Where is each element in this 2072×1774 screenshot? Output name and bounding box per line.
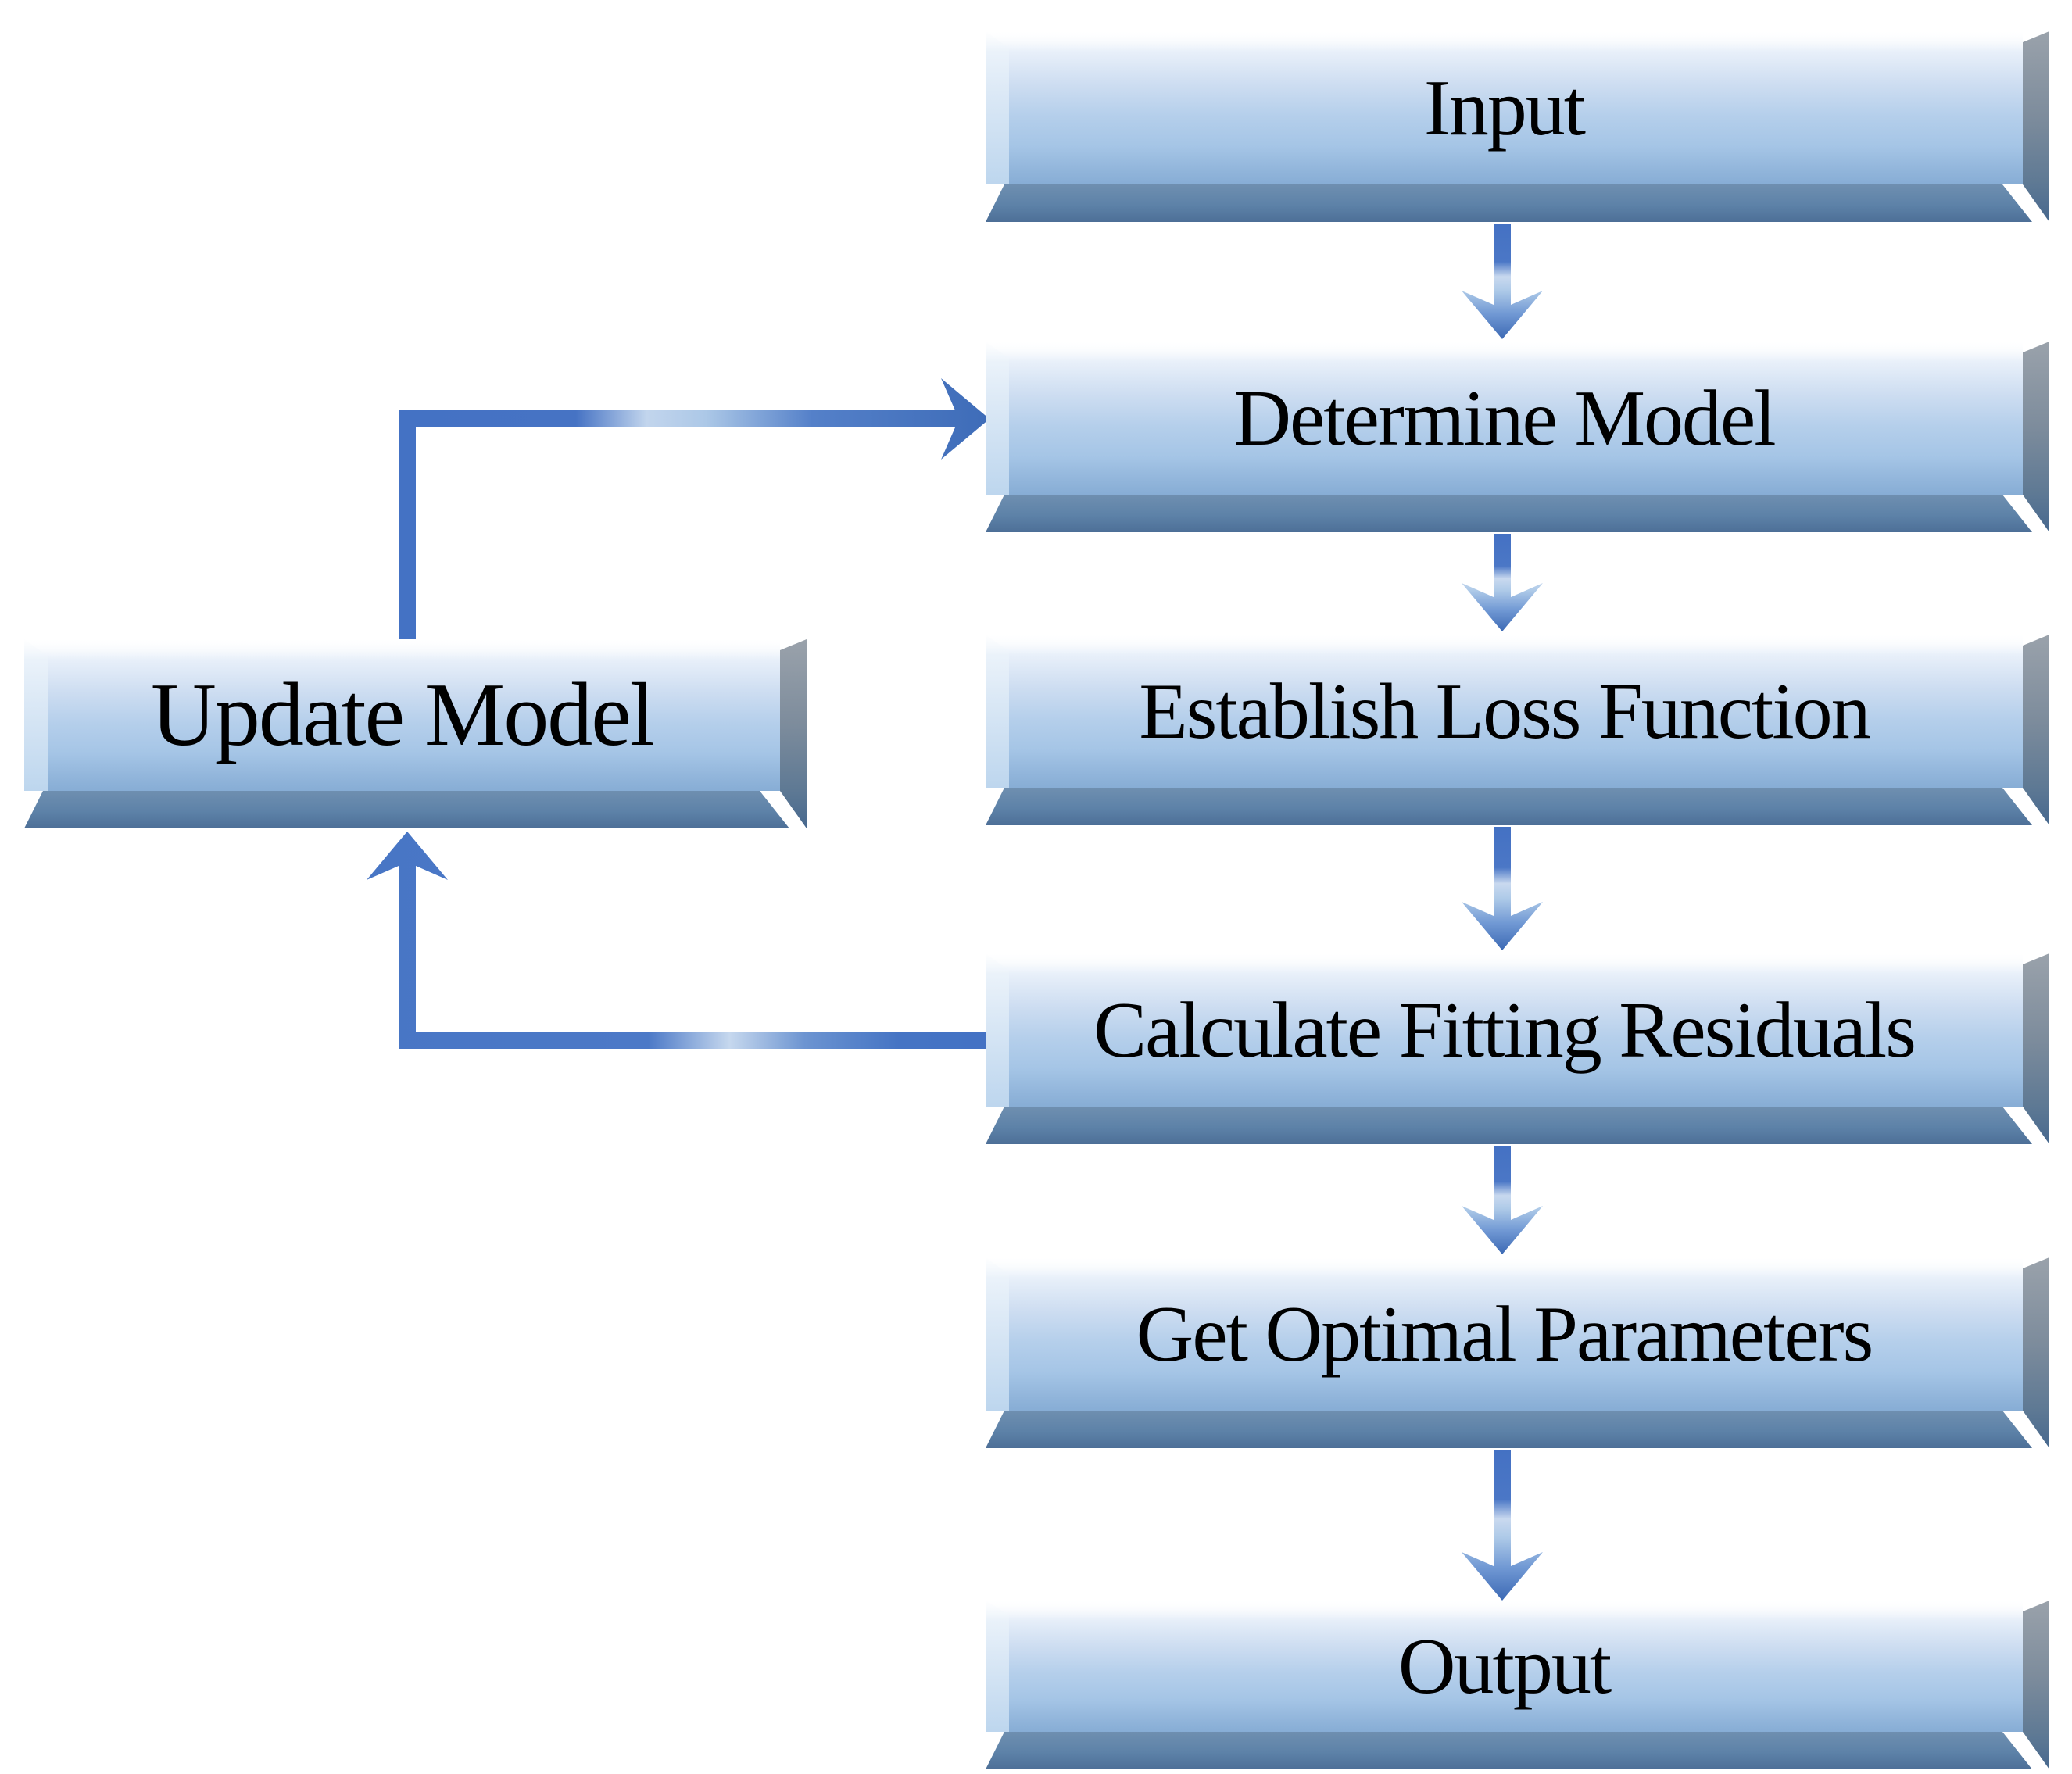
bevel-left — [986, 31, 1009, 184]
arrow-determine-model-to-establish-loss-function — [1462, 534, 1543, 631]
node-label: Establish Loss Function — [1139, 667, 1870, 756]
bevel-left — [986, 342, 1009, 495]
bevel-right — [2023, 953, 2049, 1144]
bevel-top — [986, 953, 2023, 974]
arrow-calculate-fitting-residuals-to-get-optimal-parameters — [1462, 1146, 1543, 1254]
node-face — [986, 635, 2023, 788]
arrow-input-to-determine-model — [1462, 224, 1543, 339]
arrow-get-optimal-parameters-to-output — [1462, 1450, 1543, 1601]
node-label: Get Optimal Parameters — [1136, 1289, 1874, 1379]
node-label: Input — [1423, 63, 1586, 152]
node-label: Output — [1397, 1622, 1612, 1711]
bevel-right — [2023, 635, 2049, 825]
node-face — [986, 31, 2023, 184]
arrow-update-model-to-determine-model — [399, 378, 989, 639]
bevel-right — [780, 639, 807, 828]
node-update-model: Update Model — [24, 639, 807, 828]
bevel-top — [986, 635, 2023, 655]
bevel-bottom — [986, 788, 2049, 825]
node-label: Determine Model — [1233, 374, 1776, 463]
bevel-top — [24, 639, 780, 660]
arrow-calculate-fitting-residuals-to-update-model — [367, 832, 993, 1049]
node-output: Output — [986, 1601, 2049, 1769]
bevel-bottom — [986, 495, 2049, 532]
node-label: Update Model — [151, 664, 655, 765]
node-determine-model: Determine Model — [986, 342, 2049, 532]
bevel-right — [2023, 342, 2049, 532]
node-establish-loss-function: Establish Loss Function — [986, 635, 2049, 825]
node-face — [986, 1257, 2023, 1411]
node-face — [986, 342, 2023, 495]
bevel-left — [24, 639, 48, 791]
bevel-top — [986, 342, 2023, 362]
node-input: Input — [986, 31, 2049, 222]
node-face — [986, 1601, 2023, 1732]
bevel-left — [986, 1601, 1009, 1732]
bevel-left — [986, 1257, 1009, 1411]
node-face — [986, 953, 2023, 1107]
bevel-left — [986, 635, 1009, 788]
bevel-right — [2023, 1601, 2049, 1769]
bevel-right — [2023, 1257, 2049, 1448]
bevel-bottom — [24, 791, 807, 828]
bevel-top — [986, 31, 2023, 52]
node-label: Calculate Fitting Residuals — [1093, 985, 1916, 1075]
node-face — [24, 639, 780, 791]
bevel-top — [986, 1257, 2023, 1278]
arrow-establish-loss-function-to-calculate-fitting-residuals — [1462, 827, 1543, 950]
bevel-bottom — [986, 184, 2049, 222]
bevel-bottom — [986, 1411, 2049, 1448]
bevel-top — [986, 1601, 2023, 1621]
bevel-right — [2023, 31, 2049, 222]
node-get-optimal-parameters: Get Optimal Parameters — [986, 1257, 2049, 1448]
node-calculate-fitting-residuals: Calculate Fitting Residuals — [986, 953, 2049, 1144]
bevel-bottom — [986, 1732, 2049, 1769]
bevel-bottom — [986, 1107, 2049, 1144]
